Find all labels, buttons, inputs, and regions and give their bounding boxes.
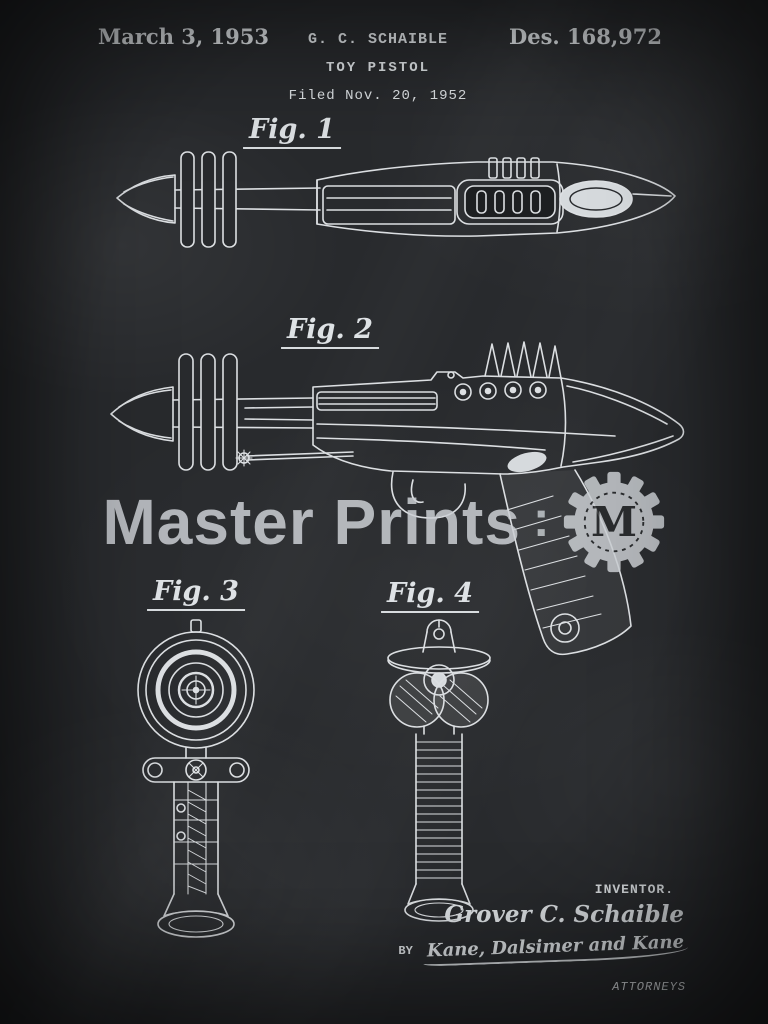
- fig4-sight: [423, 620, 455, 652]
- fig3-base: [158, 894, 234, 937]
- fig2-button-dials: [455, 382, 546, 400]
- attorney-signature: Kane, Dalsimer and Kane: [422, 931, 689, 967]
- inventor-caption: INVENTOR.: [594, 882, 674, 897]
- fig4-grip-column: [416, 734, 462, 884]
- inventor-signature: Grover C. Schaible: [444, 901, 684, 928]
- fig3-grip-column: [174, 782, 218, 894]
- fig3-cross-bar: [143, 758, 249, 782]
- fig4-rear-view: [388, 620, 490, 921]
- fig2-top-spikes: [485, 342, 561, 378]
- fig2-grip: [500, 451, 631, 654]
- fig3-label: Fig. 3: [147, 576, 245, 611]
- filed-date-line: Filed Nov. 20, 1952: [288, 88, 468, 104]
- signature-block: INVENTOR. Grover C. Schaible BY Kane, Da…: [368, 882, 689, 994]
- fig1-muzzle-fins: [181, 152, 236, 247]
- fig1-raygun-upper: [117, 152, 675, 247]
- fig4-base: [405, 884, 473, 921]
- by-label: BY: [398, 944, 413, 958]
- patent-title: TOY PISTOL: [325, 60, 431, 76]
- fig2-trigger-guard: [392, 472, 466, 518]
- fig4-drawing: [382, 598, 497, 943]
- by-row: BY Kane, Dalsimer and Kane: [368, 931, 689, 967]
- fig4-lobes: [390, 673, 488, 727]
- attorneys-caption: ATTORNEYS: [612, 980, 686, 994]
- fig2-label: Fig. 2: [281, 314, 379, 349]
- fig2-muzzle-fins: [179, 354, 237, 470]
- fig1-drawing: [105, 146, 685, 258]
- fig2-trigger-rod: [236, 450, 353, 466]
- patent-date: March 3, 1953: [98, 24, 269, 49]
- patent-number: Des. 168,972: [509, 24, 662, 49]
- fig3-drawing: [130, 608, 262, 953]
- fig1-label: Fig. 1: [243, 114, 341, 149]
- inventor-abbrev-name: G. C. SCHAIBLE: [307, 31, 449, 48]
- fig3-muzzle-rings: [138, 632, 254, 748]
- fig3-front-view: [138, 620, 254, 937]
- fig4-label: Fig. 4: [381, 578, 479, 613]
